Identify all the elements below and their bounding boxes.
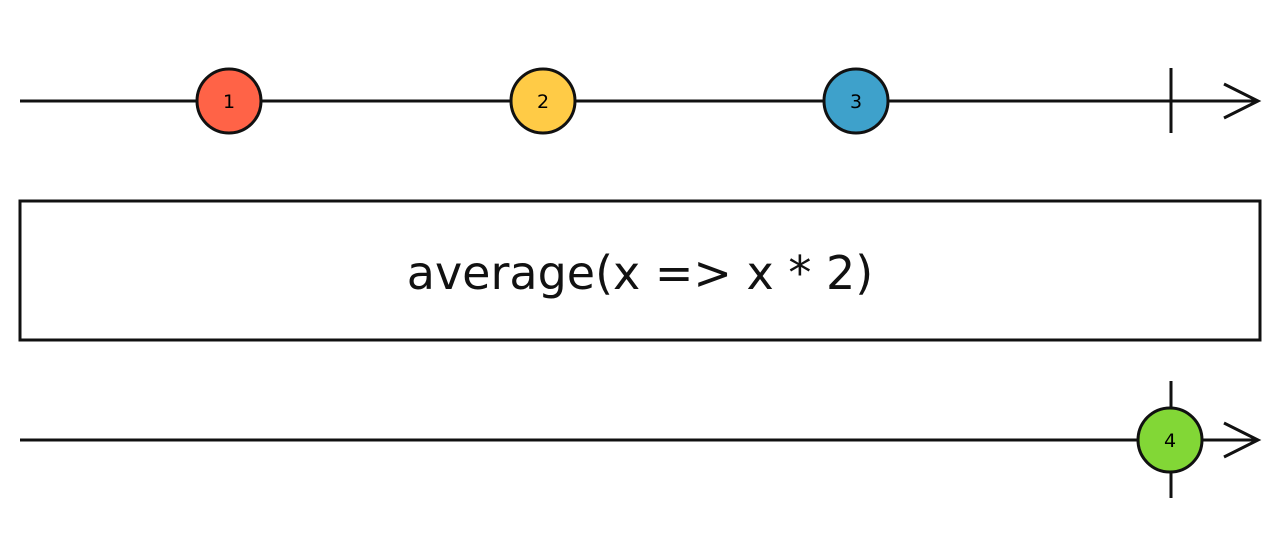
marble-circle: [1136, 406, 1204, 474]
marble-label: 3: [850, 91, 862, 113]
operator-box-border: [18, 199, 1262, 342]
marble-label: 1: [223, 91, 235, 113]
marble-label: 2: [537, 91, 549, 113]
input-marble-2: 2: [509, 67, 577, 135]
marble-circle: [822, 67, 890, 135]
input-arrow-head: [1223, 82, 1262, 120]
input-marble-3: 3: [822, 67, 890, 135]
output-stream: 4: [20, 381, 1262, 498]
operator-box: average(x => x * 2): [18, 199, 1262, 342]
output-marble-1: 4: [1136, 406, 1204, 474]
operator-label: average(x => x * 2): [407, 246, 874, 300]
input-marble-1: 1: [195, 67, 263, 135]
marble-circle: [195, 67, 263, 135]
output-arrow-head: [1223, 421, 1262, 459]
input-stream: 1 2 3: [20, 67, 1262, 135]
marble-label: 4: [1164, 430, 1176, 452]
marble-circle: [509, 67, 577, 135]
